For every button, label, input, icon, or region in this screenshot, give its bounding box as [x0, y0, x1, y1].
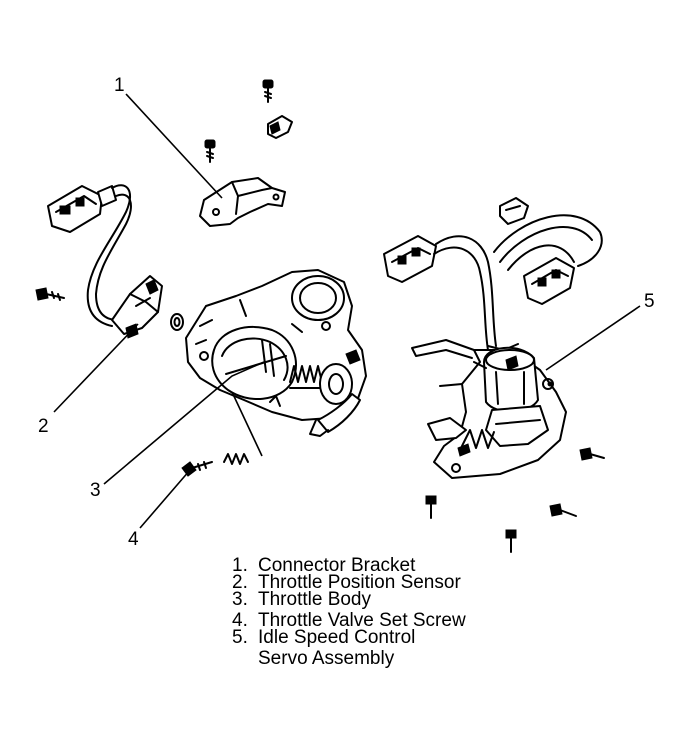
leader-line-5: [545, 305, 641, 371]
legend-text-1: Connector Bracket: [258, 555, 416, 576]
throttle-return-spring: [289, 365, 323, 389]
isc-grommet: [499, 197, 529, 225]
callout-5: 5: [644, 291, 655, 312]
isc-screw-right: [579, 447, 605, 461]
isc-screw-lower-right: [549, 503, 577, 517]
callout-4: 4: [128, 529, 139, 550]
legend-num-3: 3.: [232, 589, 248, 610]
throttle-valve-set-screw: [181, 461, 213, 477]
throttle-body: [185, 269, 367, 437]
connector-bracket: [199, 177, 286, 227]
leader-line-2: [53, 323, 139, 413]
legend-num-4: 4.: [232, 610, 248, 631]
callout-2: 2: [38, 416, 49, 437]
tps-washer: [170, 313, 184, 331]
tps-screw: [35, 287, 65, 301]
leader-line-4: [139, 469, 191, 529]
isc-connector-right: [523, 257, 575, 305]
legend-num-5: 5.: [232, 627, 248, 648]
legend-text-3: Throttle Body: [258, 589, 371, 610]
legend-text-2: Throttle Position Sensor: [258, 572, 461, 593]
leader-line-3b: [231, 391, 263, 457]
tps-connector-plug: [47, 185, 117, 233]
set-screw-spring: [223, 453, 249, 465]
isc-screw-bottom: [505, 529, 517, 553]
legend-text-4: Throttle Valve Set Screw: [258, 610, 466, 631]
throttle-position-sensor: [111, 275, 163, 339]
idle-speed-control-servo: [411, 339, 567, 479]
leader-line-1: [125, 93, 223, 199]
isc-screw-lower-left: [425, 495, 437, 519]
legend-num-2: 2.: [232, 572, 248, 593]
leader-line-3: [103, 361, 265, 485]
tps-harness-wires: [86, 184, 132, 327]
bracket-nut: [267, 115, 293, 139]
isc-adjust-spring: [457, 429, 495, 457]
legend-num-1: 1.: [232, 555, 248, 576]
legend-text-5: Idle Speed Control: [258, 627, 415, 648]
isc-harness-wires: [433, 214, 603, 351]
callout-1: 1: [114, 75, 125, 96]
isc-connector-left: [383, 235, 437, 283]
parts-legend: 1. Connector Bracket 2. Throttle Positio…: [232, 555, 466, 669]
bracket-screw-top: [262, 79, 274, 103]
callout-3: 3: [90, 480, 101, 501]
legend-text-6: Servo Assembly: [258, 648, 395, 669]
bracket-screw-left: [204, 139, 216, 163]
